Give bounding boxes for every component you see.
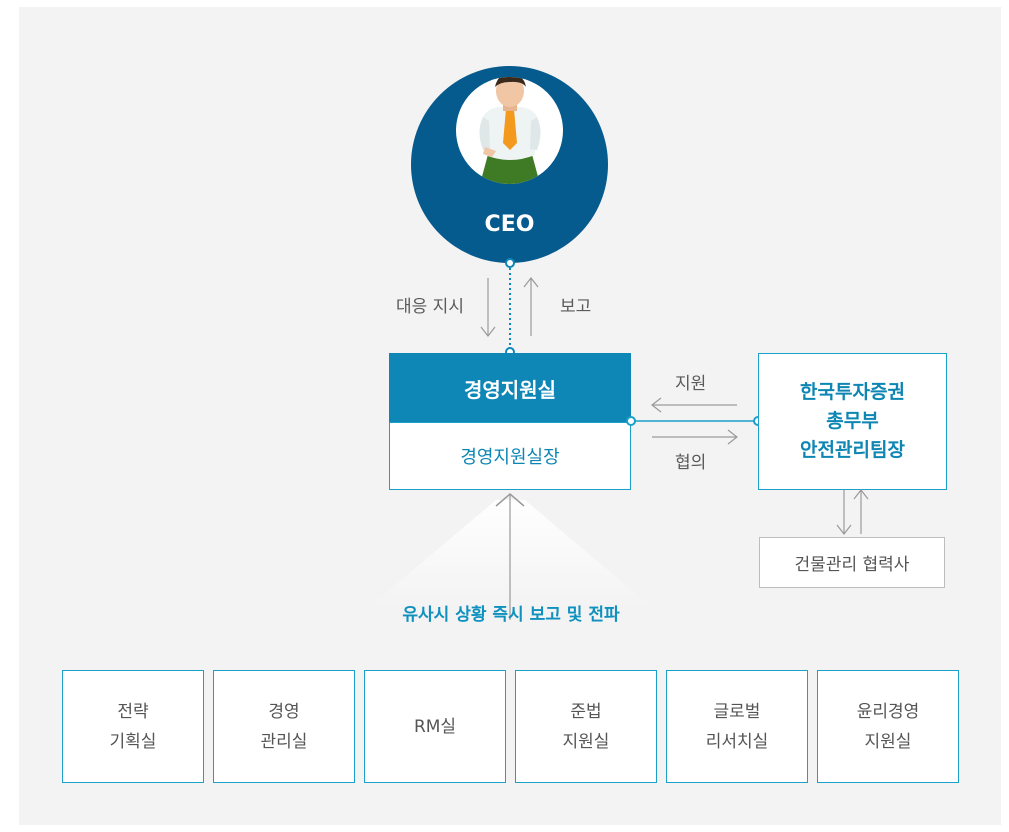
dept-rm: RM실 <box>364 670 506 783</box>
ceo-label: CEO <box>484 212 535 237</box>
dept-compliance: 준법 지원실 <box>515 670 657 783</box>
dept-global-research: 글로벌 리서치실 <box>666 670 808 783</box>
instruction-label: 대응 지시 <box>396 297 464 317</box>
dept-line-2: 지원실 <box>562 731 610 752</box>
dept-line-1: 전략 <box>117 701 149 722</box>
vendor-box: 건물관리 협력사 <box>759 537 945 588</box>
hq-head: 경영지원실장 <box>389 422 631 490</box>
spread-label: 유사시 상황 즉시 보고 및 전파 <box>402 605 620 625</box>
ceo-avatar <box>456 77 563 184</box>
hq-title: 경영지원실 <box>389 353 631 423</box>
dept-strategy-planning: 전략 기획실 <box>62 670 204 783</box>
dept-line-1: 글로벌 <box>713 701 761 722</box>
partner-line-2: 총무부 <box>826 410 879 432</box>
dept-line-1: 경영 <box>268 701 300 722</box>
dept-ethics: 윤리경영 지원실 <box>817 670 959 783</box>
partner-box: 한국투자증권 총무부 안전관리팀장 <box>758 353 947 490</box>
support-label: 지원 <box>675 374 707 394</box>
dept-line-1: 준법 <box>570 701 602 722</box>
dept-line-2: 지원실 <box>864 731 912 752</box>
report-label: 보고 <box>560 297 592 317</box>
dept-line-2: 기획실 <box>109 731 157 752</box>
dept-line-1: RM실 <box>413 716 457 737</box>
partner-line-3: 안전관리팀장 <box>800 439 905 461</box>
dept-line-2: 리서치실 <box>705 731 769 752</box>
dept-line-2: 관리실 <box>260 731 308 752</box>
consult-label: 협의 <box>675 453 707 473</box>
dept-management: 경영 관리실 <box>213 670 355 783</box>
partner-line-1: 한국투자증권 <box>800 381 905 403</box>
dept-line-1: 윤리경영 <box>856 701 920 722</box>
